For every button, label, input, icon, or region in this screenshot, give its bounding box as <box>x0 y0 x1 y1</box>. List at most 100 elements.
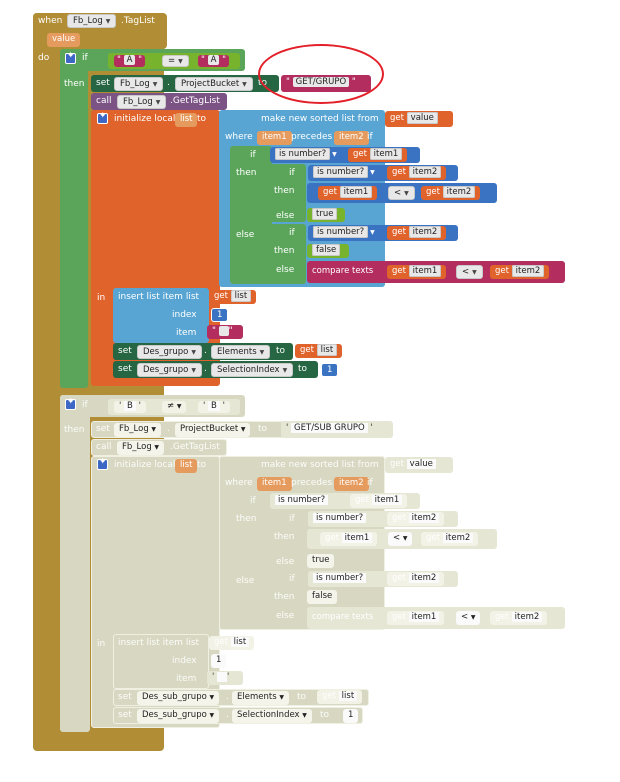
compare-operator-a[interactable]: =▼ <box>162 55 189 67</box>
param-item2[interactable]: item2 <box>334 477 369 491</box>
local-var-name[interactable]: list <box>175 459 198 473</box>
get-item2-block[interactable]: get item2 <box>387 572 445 586</box>
var-item2: item2 <box>511 265 545 277</box>
insert-list-item-label: insert list item <box>118 638 183 648</box>
bucket-text-block-b[interactable]: ' GET/SUB GRUPO ' <box>281 421 393 438</box>
when-label: when <box>38 16 63 26</box>
index-number-block[interactable]: 1 <box>211 654 227 668</box>
get-list-block[interactable]: get list <box>209 290 257 304</box>
get-list-block[interactable]: get list <box>317 690 363 704</box>
empty-text-block[interactable]: ' ' <box>207 671 243 685</box>
elements-property: Elements <box>237 692 277 702</box>
selectionindex-property: SelectionIndex <box>217 365 280 375</box>
set-property-dropdown[interactable]: ProjectBucket▼ <box>175 77 253 91</box>
event-param-value[interactable]: value <box>47 33 81 47</box>
get-value-block[interactable]: get value <box>385 111 453 127</box>
set-component-dropdown[interactable]: Fb_Log ▼ <box>114 423 162 437</box>
lt-operator-dropdown[interactable]: < ▼ <box>456 611 481 625</box>
get-item2-block[interactable]: get item2 <box>387 512 445 526</box>
elements-property-dropdown[interactable]: Elements ▼ <box>232 691 289 705</box>
get-list-block[interactable]: get list <box>295 344 343 358</box>
true-block[interactable]: true <box>307 554 335 568</box>
var-list: list <box>338 691 358 701</box>
compare-operator-b[interactable]: ≠ ▼ <box>162 401 187 413</box>
get-item2-block[interactable]: get item2 <box>490 611 548 625</box>
mutator-gear-icon[interactable] <box>65 397 76 410</box>
compare-right-value: A <box>207 55 220 65</box>
call-component-dropdown[interactable]: Fb_Log▼ <box>117 95 167 109</box>
false-block[interactable]: false <box>307 244 349 258</box>
lt-operator-dropdown[interactable]: <▼ <box>456 265 483 279</box>
to-label: to <box>276 346 286 356</box>
if-then-else-nested-else[interactable] <box>268 224 306 284</box>
empty-text-block[interactable]: " " <box>207 325 243 339</box>
compare-texts-label: compare texts <box>312 266 374 276</box>
list-component-dropdown[interactable]: Des_grupo▼ <box>137 345 202 359</box>
get-list-block[interactable]: get list <box>209 636 255 650</box>
if-block-b-disabled[interactable] <box>60 395 90 732</box>
get-item2-block[interactable]: get item2 <box>387 226 447 240</box>
selectionindex-property-dropdown[interactable]: SelectionIndex ▼ <box>232 709 312 723</box>
true-block[interactable]: true <box>307 208 345 222</box>
insert-list-item-block-a[interactable] <box>113 288 209 343</box>
mutator-gear-icon[interactable] <box>97 457 108 470</box>
set-label: set <box>96 78 110 88</box>
if-label: if <box>250 496 256 506</box>
set-property-dropdown[interactable]: ProjectBucket ▼ <box>175 423 251 437</box>
get-item1-block[interactable]: get item1 <box>348 148 408 162</box>
chevron-down-icon: ▼ <box>279 694 284 701</box>
compare-right-text-b[interactable]: ' B ' <box>198 401 230 413</box>
compare-right-text-a[interactable]: " A " <box>198 55 230 67</box>
then-label: then <box>64 79 85 89</box>
item-label: item <box>176 328 197 338</box>
list-component-dropdown[interactable]: Des_grupo▼ <box>137 363 202 377</box>
get-item1-block[interactable]: get item1 <box>318 186 378 200</box>
insert-list-item-block-b[interactable] <box>113 634 209 689</box>
var-list: list <box>230 637 250 647</box>
index-number-block[interactable]: 1 <box>211 308 229 322</box>
set-component-dropdown[interactable]: Fb_Log▼ <box>114 77 164 91</box>
get-item1-block[interactable]: get item1 <box>387 265 447 279</box>
get-item2-block[interactable]: get item2 <box>421 532 479 546</box>
param-item1[interactable]: item1 <box>257 131 292 145</box>
param-item2[interactable]: item2 <box>334 131 369 145</box>
bucket-text-value: GET/SUB GRUPO <box>291 423 368 433</box>
mutator-gear-icon[interactable] <box>65 51 76 64</box>
get-label: get <box>300 345 314 355</box>
false-block[interactable]: false <box>307 590 338 604</box>
local-var-name[interactable]: list <box>175 113 198 127</box>
elements-property-dropdown[interactable]: Elements▼ <box>211 345 271 359</box>
compare-left-text-a[interactable]: " A " <box>114 55 146 67</box>
get-item1-block[interactable]: get item1 <box>350 494 408 508</box>
get-value-block[interactable]: get value <box>385 457 453 473</box>
then-label: then <box>236 168 257 178</box>
then-label: then <box>274 532 295 542</box>
mutator-gear-icon[interactable] <box>97 111 108 124</box>
get-item2-block[interactable]: get item2 <box>421 186 481 200</box>
chevron-down-icon: ▼ <box>152 81 158 88</box>
selectionindex-property-dropdown[interactable]: SelectionIndex▼ <box>211 363 294 377</box>
if-then-else-block-a[interactable] <box>230 146 272 284</box>
event-component-dropdown[interactable]: Fb_Log▼ <box>67 14 117 28</box>
get-item1-block[interactable]: get item1 <box>320 532 378 546</box>
get-item2-block[interactable]: get item2 <box>387 166 447 180</box>
param-item1[interactable]: item1 <box>257 477 292 491</box>
get-item2-block[interactable]: get item2 <box>490 265 550 279</box>
list-component-dropdown[interactable]: Des_sub_grupo ▼ <box>137 691 220 705</box>
if-then-else-nested-then[interactable] <box>268 164 306 222</box>
selection-number-block[interactable]: 1 <box>343 709 359 723</box>
get-item1-block[interactable]: get item1 <box>387 611 445 625</box>
true-value: true <box>312 208 338 220</box>
if-block-a[interactable] <box>60 49 88 388</box>
chevron-down-icon: ▼ <box>155 99 161 106</box>
dot-separator: . <box>226 710 229 720</box>
selection-number-block[interactable]: 1 <box>321 363 339 377</box>
lt-operator-dropdown[interactable]: < ▼ <box>388 532 413 546</box>
compare-left-value: A <box>123 55 136 65</box>
if-label: if <box>367 478 373 488</box>
compare-left-text-b[interactable]: ' B ' <box>114 401 146 413</box>
list-component-dropdown[interactable]: Des_sub_grupo ▼ <box>137 709 220 723</box>
lt-operator-dropdown[interactable]: <▼ <box>388 186 415 200</box>
set-label: set <box>118 346 132 356</box>
call-component-dropdown[interactable]: Fb_Log ▼ <box>117 441 165 455</box>
